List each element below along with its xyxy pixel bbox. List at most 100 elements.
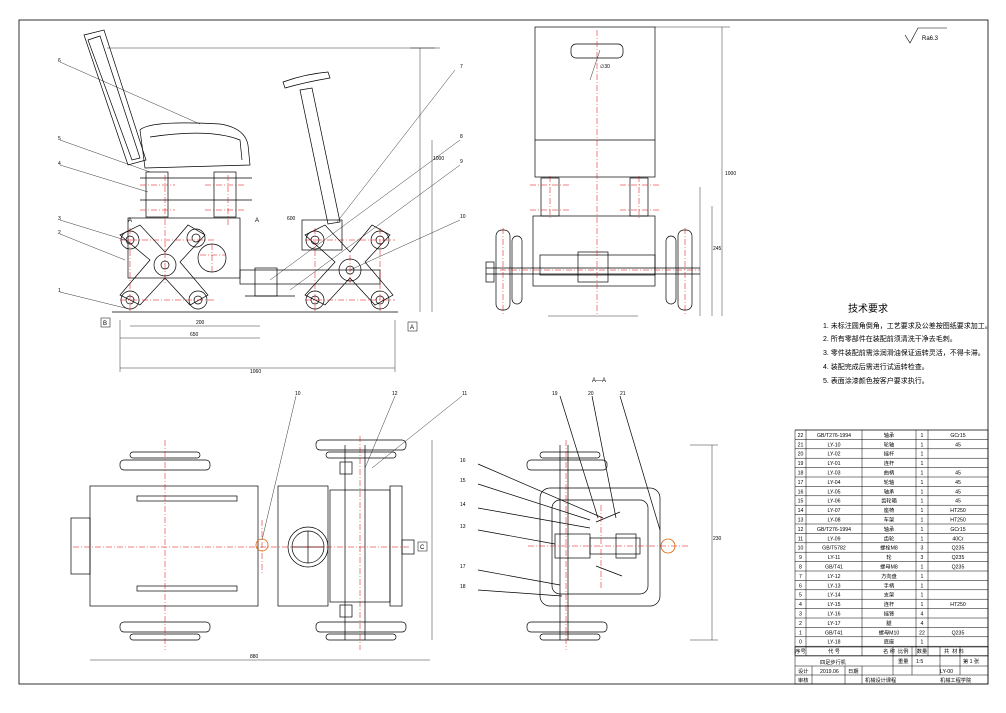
section-marker-a-right: A <box>255 218 259 224</box>
section-view-balloons: 16 15 14 13 17 18 19 20 21 230 <box>460 391 722 590</box>
bom-cell: LY-17 <box>828 621 841 627</box>
dim-front-h2: 600 <box>287 216 296 222</box>
weight-label: 重量 <box>898 657 908 665</box>
top-view-details: C 10 12 11 880 <box>250 391 467 660</box>
wheel-top-4 <box>315 621 407 633</box>
leg-linkage-left <box>119 224 209 306</box>
bom-cell: HT250 <box>950 602 966 608</box>
datum-a: A <box>410 325 414 331</box>
balloon-front-8: 8 <box>460 134 463 140</box>
bom-cell: LY-10 <box>828 442 841 448</box>
bom-cell: 支架 <box>884 591 894 599</box>
balloon-section-20: 20 <box>588 391 594 397</box>
bom-cell: 4 <box>921 621 924 627</box>
bom-cell: LY-12 <box>828 574 841 580</box>
bom-cell: Q235 <box>952 555 965 561</box>
dim-top-width: 880 <box>250 654 259 660</box>
designer-label: 设计 <box>798 667 808 675</box>
bom-cell: HT250 <box>950 508 966 514</box>
bom-cell: 7 <box>799 574 802 580</box>
balloon-top-10: 10 <box>295 391 301 397</box>
checker-label: 审核 <box>798 676 808 684</box>
bom-header-cell: 材 料 <box>952 647 964 655</box>
bom-cell: Q235 <box>952 546 965 552</box>
bom-cell: 45 <box>955 442 961 448</box>
bom-cell: HT250 <box>950 518 966 524</box>
leg-linkage-right <box>304 224 394 306</box>
bom-cell: 3 <box>799 612 802 618</box>
datum-c: C <box>420 545 425 551</box>
bom-cell: 齿轮箱 <box>881 497 897 505</box>
sheet-value: 第 1 张 <box>963 657 980 665</box>
bom-cell: 12 <box>798 527 804 533</box>
balloon-front-6: 6 <box>58 58 61 64</box>
bom-cell: 22 <box>798 433 804 439</box>
balloon-section-17: 17 <box>460 564 466 570</box>
bom-cell: 19 <box>798 461 804 467</box>
bom-cell: 45 <box>955 489 961 495</box>
bom-cell: 15 <box>798 499 804 505</box>
bom-cell: GB/T276-1994 <box>817 527 851 533</box>
bom-cell: 3 <box>921 555 924 561</box>
bom-cell: 9 <box>799 555 802 561</box>
dim-front-a: 200 <box>196 320 205 326</box>
steering-column <box>299 87 341 225</box>
bom-cell: 8 <box>799 565 802 571</box>
tech-req-item: 2. 所有零部件在装配前须清洗干净去毛刺。 <box>823 334 957 343</box>
bom-cell: 1 <box>921 583 924 589</box>
tech-req-item: 3. 零件装配前需涂润滑油保证运转灵活，不得卡滞。 <box>823 348 985 357</box>
gear-housing <box>127 217 241 279</box>
dim-side-note: ∅30 <box>600 64 610 70</box>
balloon-front-9: 9 <box>460 159 463 165</box>
frame-beam <box>239 269 381 285</box>
bom-cell: LY-13 <box>828 583 841 589</box>
top-view-centerlines <box>73 436 410 650</box>
bom-cell: 连杆 <box>884 459 894 467</box>
bom-cell: 1 <box>921 508 924 514</box>
bom-cell: LY-07 <box>828 508 841 514</box>
bom-cell: 17 <box>798 480 804 486</box>
section-marker-a-left: A <box>128 218 132 224</box>
front-view-centerlines <box>120 175 395 312</box>
bom-cell: GB/T41 <box>825 630 843 636</box>
bom-cell: 22 <box>919 630 925 636</box>
section-bearing-detail <box>660 538 676 554</box>
bom-cell: LY-18 <box>828 640 841 646</box>
bom-cell: 4 <box>921 612 924 618</box>
bom-cell: GB/T5782 <box>822 546 846 552</box>
section-markers: A A B A <box>100 218 418 332</box>
bom-cell: 方向盘 <box>881 572 897 580</box>
bom-cell: 5 <box>799 593 802 599</box>
balloon-section-14: 14 <box>460 502 466 508</box>
balloon-section-18: 18 <box>460 584 466 590</box>
section-view-centerlines <box>528 440 690 650</box>
bom-cell: 3 <box>921 546 924 552</box>
bom-cell: 6 <box>799 583 802 589</box>
balloon-top-12: 12 <box>392 391 398 397</box>
tech-req-item: 1. 未标注圆角倒角，工艺要求及公差按图纸要求加工。 <box>823 321 992 330</box>
bom-cell: 手柄 <box>884 581 894 589</box>
drawing-name: 四足步行机 <box>820 658 847 666</box>
bom-cell: 轮轴 <box>884 440 894 448</box>
seat-support-right <box>213 171 237 218</box>
bom-cell: LY-08 <box>828 518 841 524</box>
front-view-dimensions <box>59 47 461 372</box>
bom-cell: 13 <box>798 518 804 524</box>
seat-back <box>83 29 147 166</box>
balloon-front-10: 10 <box>460 214 466 220</box>
scale-value: 1:5 <box>916 659 923 665</box>
bom-cell: GCr15 <box>950 433 965 439</box>
side-view <box>485 26 730 317</box>
bom-cell: GB/T41 <box>825 565 843 571</box>
bom-cell: 轮轴 <box>884 478 894 486</box>
seat-cushion <box>139 122 251 169</box>
bom-cell: 4 <box>799 602 802 608</box>
bom-cell: LY-15 <box>828 602 841 608</box>
balloon-top-11: 11 <box>462 391 467 397</box>
dim-front-h: 1000 <box>433 156 444 162</box>
bom-cell: 腿 <box>886 620 892 627</box>
bom-cell: LY-11 <box>828 555 841 561</box>
seat-back-side <box>534 26 656 178</box>
housing-side <box>532 215 656 287</box>
bom-cell: 1 <box>921 518 924 524</box>
